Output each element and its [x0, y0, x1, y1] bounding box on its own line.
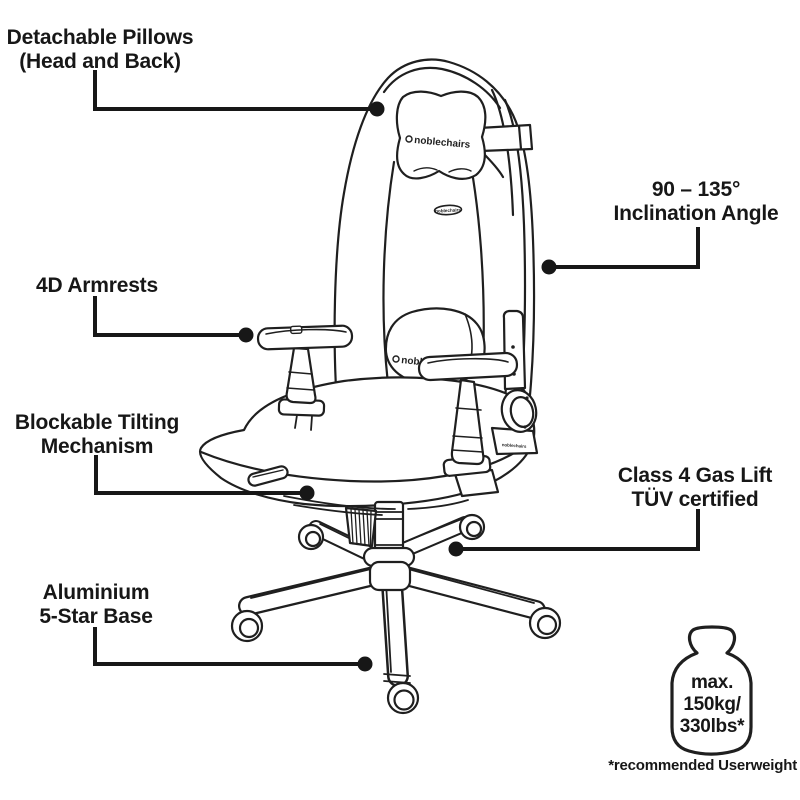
recline-knob-assembly: noblechairs	[490, 389, 539, 456]
weight-line: 330lbs*	[679, 716, 745, 738]
base-arm-back-right-fill	[398, 518, 471, 556]
headrest-pillow-outline	[395, 90, 487, 180]
footnote-text: *recommended Userweight	[608, 757, 797, 774]
callout-lines	[93, 70, 700, 672]
callout-line-armrests	[93, 296, 254, 343]
callout-line-tilting	[94, 455, 315, 501]
base-arm-right-edge	[407, 568, 535, 604]
callout-label-gaslift: Class 4 Gas Lift TÜV certified	[617, 464, 773, 513]
knob-bracket	[490, 426, 539, 456]
callout-text: Class 4 Gas Lift	[617, 464, 773, 487]
callout-path	[93, 70, 377, 111]
weight-line: max.	[690, 672, 734, 693]
callout-line-pillows	[93, 70, 385, 117]
callout-label-base: Aluminium 5-Star Base	[39, 581, 153, 630]
callout-text: Aluminium	[42, 581, 150, 604]
left-armrest-links	[294, 414, 313, 431]
left-armrest-stem	[285, 346, 317, 405]
five-star-base	[230, 500, 562, 715]
callout-path	[549, 227, 700, 269]
base-arm-right-fill	[398, 568, 544, 618]
callout-text: Mechanism	[40, 435, 154, 459]
left-armrest-pad-edge	[265, 328, 347, 335]
left-armrest	[256, 324, 354, 431]
caster-hub	[393, 689, 415, 711]
callout-path	[93, 296, 246, 337]
side-frame-bar	[502, 309, 527, 391]
weight-badge-text: max. 150kg/ 330lbs*	[679, 672, 745, 738]
callout-path	[456, 509, 700, 551]
base-arm-left-edge	[250, 568, 372, 599]
right-armrest	[417, 351, 519, 498]
callout-label-tilting: Blockable Tilting Mechanism	[15, 411, 179, 460]
bracket-brand-text: noblechairs	[502, 442, 527, 449]
brand-logo-icon	[405, 135, 413, 143]
callout-line-base	[93, 627, 373, 672]
callout-dot	[299, 485, 315, 501]
callout-text: 4D Armrests	[36, 274, 158, 297]
brand-logo-icon	[392, 355, 400, 363]
headrest-brand-text: noblechairs	[414, 135, 471, 151]
left-armrest-stem-lines	[286, 371, 315, 391]
callout-label-armrests: 4D Armrests	[36, 274, 158, 298]
backrest-badge: noblechairs	[433, 204, 463, 216]
right-armrest-pad	[417, 351, 519, 382]
weight-kettlebell-icon	[670, 625, 753, 756]
callout-text: 5-Star Base	[39, 605, 153, 629]
callout-dot	[369, 101, 385, 117]
caster-hub	[465, 520, 483, 538]
callout-label-inclination: 90 – 135° Inclination Angle	[614, 178, 779, 227]
tilt-lever-edge	[252, 469, 284, 478]
right-armrest-pad-edge	[427, 357, 509, 364]
right-armrest-stem-lines	[451, 407, 484, 453]
backrest-badge-text: noblechairs	[435, 207, 461, 213]
headrest-pillow-wrinkles	[413, 167, 472, 173]
screw-dot	[525, 396, 529, 400]
base-arm-back-right-edge	[401, 518, 463, 544]
seat-pan-lines	[283, 495, 469, 516]
backrest-badge-oval	[433, 204, 463, 216]
headrest-strap-band	[477, 123, 534, 153]
callout-text: Blockable Tilting	[14, 411, 180, 434]
right-armrest-stem	[450, 378, 485, 466]
gas-lift-bellows	[344, 506, 378, 548]
base-arm-back-left-fill	[310, 522, 372, 558]
callout-dot	[357, 656, 373, 672]
screw-dot	[511, 345, 515, 349]
callout-dot	[541, 259, 557, 275]
callout-path	[94, 455, 307, 495]
callout-line-inclination	[541, 227, 700, 275]
tilting-mechanism	[247, 465, 469, 516]
caster-hub	[238, 617, 260, 639]
bellows-ribs	[350, 508, 372, 547]
base-hub	[368, 560, 412, 592]
callout-dot	[238, 327, 254, 343]
callout-text: TÜV certified	[631, 488, 759, 512]
callout-path	[93, 627, 365, 666]
caster-hub	[304, 530, 322, 548]
cylinder-rings	[374, 511, 404, 546]
headrest-pillow: noblechairs	[395, 90, 487, 180]
callout-text: (Head and Back)	[19, 50, 181, 74]
base-arm-front-fill	[383, 575, 407, 685]
callout-text: 90 – 135°	[651, 178, 741, 201]
callout-label-pillows: Detachable Pillows (Head and Back)	[7, 26, 194, 75]
base-arm-left-fill	[240, 568, 382, 614]
callout-line-gaslift	[448, 509, 700, 557]
callout-text: Detachable Pillows	[6, 26, 194, 49]
callout-dot	[448, 541, 464, 557]
weight-line: 150kg/	[683, 694, 741, 716]
caster-hub	[536, 614, 558, 636]
screw-dot	[523, 425, 527, 429]
callout-text: Inclination Angle	[613, 202, 779, 226]
